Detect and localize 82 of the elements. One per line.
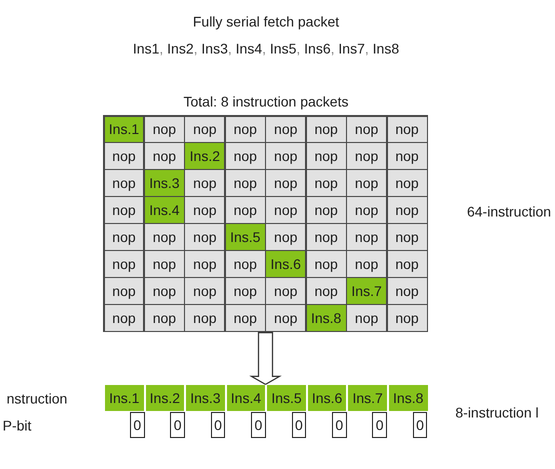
grid-cell: nop: [306, 278, 346, 304]
highlighted-cell: Ins.8: [306, 305, 346, 330]
grid-cell: nop: [388, 197, 426, 223]
grid-cell: nop: [388, 143, 426, 169]
grid-cell: nop: [185, 305, 224, 330]
grid-cell: nop: [306, 170, 346, 196]
grid-cell: nop: [266, 305, 306, 330]
grid-cell: nop: [306, 251, 346, 277]
grid-cell: nop: [388, 224, 426, 250]
grid-cell: nop: [104, 305, 144, 330]
grid-cell: nop: [185, 197, 224, 223]
grid-cell: nop: [226, 116, 265, 142]
grid-cell: nop: [104, 143, 144, 169]
instruction-slot: Ins.1: [105, 385, 144, 411]
grid-cell: nop: [388, 278, 426, 304]
grid-cell: nop: [306, 116, 346, 142]
highlighted-cell: Ins.3: [144, 170, 184, 196]
row-label: nstruction: [6, 390, 68, 408]
grid-cell: nop: [388, 251, 426, 277]
grid-cell: nop: [226, 197, 265, 223]
grid-cell: nop: [226, 305, 265, 330]
total-note: Total: 8 instruction packets: [184, 94, 348, 110]
grid-cell: nop: [266, 170, 306, 196]
grid-cell: nop: [185, 251, 224, 277]
grid-cell: nop: [347, 305, 386, 330]
grid-cell: nop: [185, 278, 224, 304]
grid-cell: nop: [306, 224, 346, 250]
grid-cell: nop: [104, 197, 144, 223]
grid-cell: nop: [144, 224, 184, 250]
grid-cell: nop: [226, 143, 265, 169]
grid-cell: nop: [226, 170, 265, 196]
title: Fully serial fetch packet: [192, 14, 340, 30]
instruction-grid: [103, 115, 428, 332]
grid-cell: nop: [144, 116, 184, 142]
grid-cell: nop: [144, 278, 184, 304]
grid-cell: nop: [266, 224, 306, 250]
highlighted-cell: Ins.5: [226, 224, 265, 250]
grid-cell: nop: [347, 251, 386, 277]
side-label: 64-instruction: [466, 204, 552, 220]
p-bit-cell: 0: [332, 412, 346, 438]
grid-cell: nop: [144, 143, 184, 169]
grid-cell: nop: [306, 143, 346, 169]
grid-cell: nop: [104, 170, 144, 196]
grid-cell: nop: [226, 278, 265, 304]
grid-cell: nop: [266, 116, 306, 142]
highlighted-cell: Ins.4: [144, 197, 184, 223]
row-label: P-bit: [2, 418, 32, 434]
grid-cell: nop: [388, 305, 426, 330]
highlighted-cell: Ins.1: [104, 116, 144, 142]
grid-cell: nop: [185, 224, 224, 250]
p-bit-cell: 0: [210, 412, 226, 438]
p-bit-cell: 0: [372, 412, 387, 438]
grid-cell: nop: [104, 251, 144, 277]
grid-cell: nop: [144, 305, 184, 330]
grid-cell: nop: [347, 197, 386, 223]
grid-cell: nop: [104, 224, 144, 250]
p-bit-cell: 0: [292, 412, 306, 438]
grid-cell: nop: [185, 116, 224, 142]
grid-cell: nop: [104, 278, 144, 304]
grid-cell: nop: [144, 251, 184, 277]
highlighted-cell: Ins.6: [266, 251, 306, 277]
grid-cell: nop: [306, 197, 346, 223]
instruction-sequence: Ins1, Ins2, Ins3, Ins4, Ins5, Ins6, Ins7, Ins8: [132, 40, 400, 58]
highlighted-cell: Ins.7: [347, 278, 386, 304]
p-bit-cell: 0: [130, 412, 144, 438]
p-bit-cell: 0: [412, 412, 428, 438]
p-bit-cell: 0: [170, 412, 185, 438]
grid-cell: nop: [266, 197, 306, 223]
grid-cell: nop: [226, 251, 265, 277]
grid-cell: nop: [266, 143, 306, 169]
grid-cell: nop: [347, 170, 386, 196]
grid-cell: nop: [347, 116, 386, 142]
grid-cell: nop: [388, 116, 426, 142]
highlighted-cell: Ins.2: [185, 143, 224, 169]
grid-cell: nop: [347, 143, 386, 169]
instruction-bar: [105, 385, 428, 411]
side-label: 8-instruction l: [455, 404, 539, 422]
grid-cell: nop: [185, 170, 224, 196]
grid-cell: nop: [388, 170, 426, 196]
grid-cell: nop: [347, 224, 386, 250]
p-bit-cell: 0: [251, 412, 266, 438]
grid-cell: nop: [266, 278, 306, 304]
